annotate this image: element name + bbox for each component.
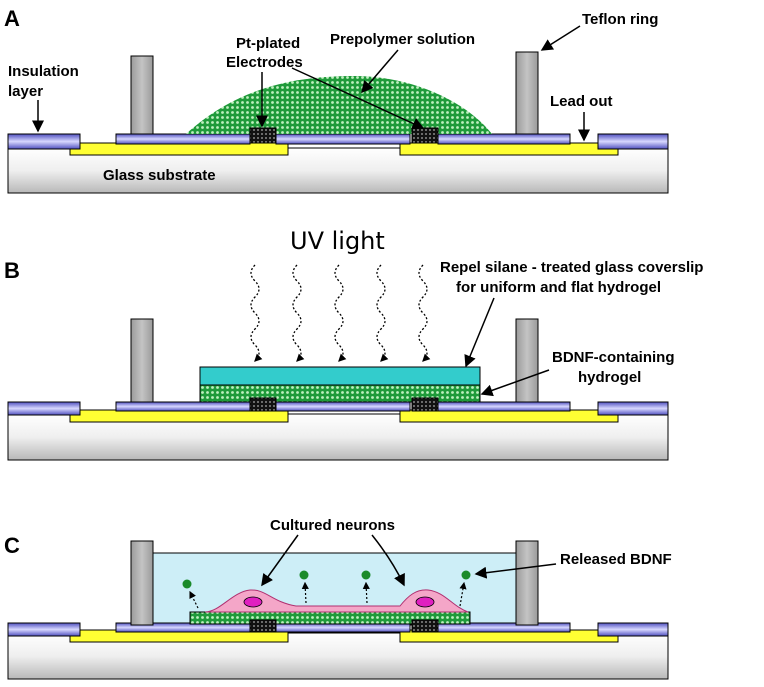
neuron-nucleus: [243, 596, 263, 608]
released-bdnf-label: Released BDNF: [560, 551, 672, 568]
arrow: [480, 369, 550, 397]
insulation-layer: [437, 133, 571, 145]
coverslip-label-2: for uniform and flat hydrogel: [456, 279, 661, 296]
pt-electrode: [249, 127, 277, 144]
uv-ray: [292, 264, 305, 362]
teflon-ring: [130, 318, 154, 403]
pt-label-1: Pt-plated: [236, 35, 300, 52]
insulation-layer: [7, 133, 81, 150]
uv-ray: [250, 264, 263, 362]
panel-b: B UV light Repel silane - treated glass …: [4, 227, 703, 461]
diffusion-arrow: [301, 581, 309, 604]
cultured-neurons: [204, 589, 469, 613]
panel-a: A Insulation layer Pt-plated Electrodes …: [4, 6, 669, 194]
electrode-left: [69, 142, 289, 156]
insulation-layer: [275, 133, 411, 145]
prepolymer-label: Prepolymer solution: [330, 31, 475, 48]
teflon-label: Teflon ring: [582, 11, 658, 28]
released-bdnf: [182, 570, 471, 609]
teflon-ring: [130, 540, 154, 626]
bdnf-molecule: [461, 570, 471, 580]
neuron-nucleus: [415, 596, 435, 608]
arrow: [540, 25, 581, 51]
lead-out-label: Lead out: [550, 93, 613, 110]
panel-c-letter: C: [4, 533, 20, 558]
glass-substrate-label: Glass substrate: [103, 167, 216, 184]
teflon-ring: [130, 55, 154, 135]
insulation-layer: [115, 401, 251, 412]
arrow: [291, 67, 425, 130]
uv-ray: [418, 264, 431, 362]
uv-ray: [334, 264, 347, 362]
teflon-ring: [515, 51, 539, 135]
arrow: [371, 534, 405, 587]
glass-coverslip: [199, 366, 481, 386]
electrode-right: [399, 142, 619, 156]
diffusion-arrow: [189, 590, 199, 609]
pt-electrode: [411, 619, 439, 633]
arrow: [361, 49, 399, 94]
pt-label-2: Electrodes: [226, 54, 303, 71]
uv-ray: [376, 264, 389, 362]
bdnf-molecule: [361, 570, 371, 580]
coverslip-label-1: Repel silane - treated glass coverslip: [440, 259, 703, 276]
panel-b-letter: B: [4, 258, 20, 283]
uv-light-label: UV light: [290, 227, 385, 255]
insulation-layer: [597, 401, 669, 416]
bdnf-molecule: [299, 570, 309, 580]
insulation-layer: [115, 133, 251, 145]
panel-c: C Cultured neurons: [4, 517, 672, 680]
insulation-label-2: layer: [8, 83, 43, 100]
arrow: [464, 297, 495, 368]
insulation-layer: [597, 622, 669, 637]
bdnf-hydrogel-label-2: hydrogel: [578, 369, 641, 386]
bdnf-molecule: [182, 579, 192, 589]
diffusion-arrow: [362, 581, 370, 604]
insulation-layer: [7, 401, 81, 416]
insulation-layer: [597, 133, 669, 150]
pt-electrode: [411, 127, 439, 144]
cultured-neurons-label: Cultured neurons: [270, 517, 395, 534]
arrow: [474, 563, 557, 579]
prepolymer-solution: [186, 76, 492, 134]
bdnf-hydrogel-label-1: BDNF-containing: [552, 349, 674, 366]
teflon-ring: [515, 540, 539, 626]
electrode-right: [399, 409, 619, 423]
pt-electrode: [411, 397, 439, 412]
insulation-layer: [437, 401, 571, 412]
pt-electrode: [249, 619, 277, 633]
insulation-label-1: Insulation: [8, 63, 79, 80]
panel-a-letter: A: [4, 6, 20, 31]
arrow: [261, 534, 299, 587]
teflon-ring: [515, 318, 539, 403]
pt-electrode: [249, 397, 277, 412]
insulation-layer: [275, 401, 411, 412]
electrode-left: [69, 409, 289, 423]
uv-rays: [250, 264, 431, 362]
insulation-layer: [7, 622, 81, 637]
